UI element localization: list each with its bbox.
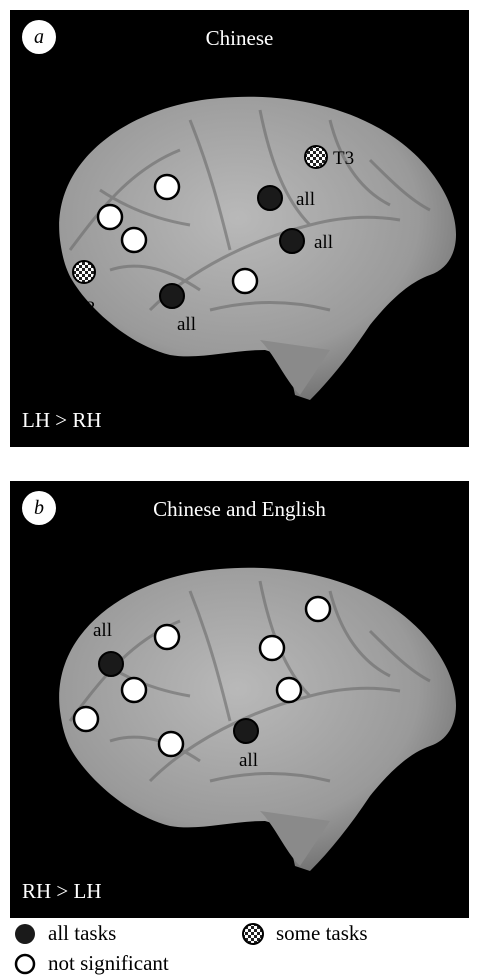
marker-all-tasks — [258, 186, 282, 210]
brain-image-b: all all — [10, 481, 469, 918]
marker-not-significant — [260, 636, 284, 660]
label-all: all — [314, 232, 333, 253]
marker-some-tasks — [305, 146, 327, 168]
hemisphere-comparison: RH > LH — [22, 879, 102, 904]
marker-not-significant — [155, 625, 179, 649]
label-i1-i3: |1 |3 — [64, 298, 95, 319]
legend-some-tasks: some tasks — [242, 921, 368, 946]
marker-all-tasks — [160, 284, 184, 308]
marker-not-significant — [122, 228, 146, 252]
filled-circle-icon — [14, 923, 36, 945]
marker-all-tasks — [280, 229, 304, 253]
marker-not-significant — [159, 732, 183, 756]
marker-not-significant — [98, 205, 122, 229]
legend-label: not significant — [48, 951, 169, 976]
legend-all-tasks: all tasks — [14, 921, 116, 946]
hemisphere-comparison: LH > RH — [22, 408, 102, 433]
marker-all-tasks — [99, 652, 123, 676]
marker-not-significant — [155, 175, 179, 199]
marker-all-tasks — [234, 719, 258, 743]
marker-not-significant — [277, 678, 301, 702]
legend-label: all tasks — [48, 921, 116, 946]
marker-not-significant — [74, 707, 98, 731]
panel-title: Chinese — [10, 26, 469, 51]
open-circle-icon — [14, 953, 36, 975]
label-all: all — [296, 189, 315, 210]
label-t3: T3 — [333, 148, 354, 169]
marker-not-significant — [306, 597, 330, 621]
label-all: all — [93, 620, 112, 641]
label-all: all — [177, 314, 196, 335]
panel-a: T3 all all all |1 |3 a Chinese LH > RH — [10, 10, 469, 447]
legend-label: some tasks — [276, 921, 368, 946]
marker-not-significant — [122, 678, 146, 702]
label-all: all — [239, 750, 258, 771]
legend-not-significant: not significant — [14, 951, 169, 976]
checkered-circle-icon — [242, 923, 264, 945]
panel-title: Chinese and English — [10, 497, 469, 522]
brain-image-a: T3 all all all |1 |3 — [10, 10, 469, 447]
panel-b: all all b Chinese and English RH > LH — [10, 481, 469, 918]
marker-not-significant — [233, 269, 257, 293]
marker-some-tasks — [73, 261, 95, 283]
